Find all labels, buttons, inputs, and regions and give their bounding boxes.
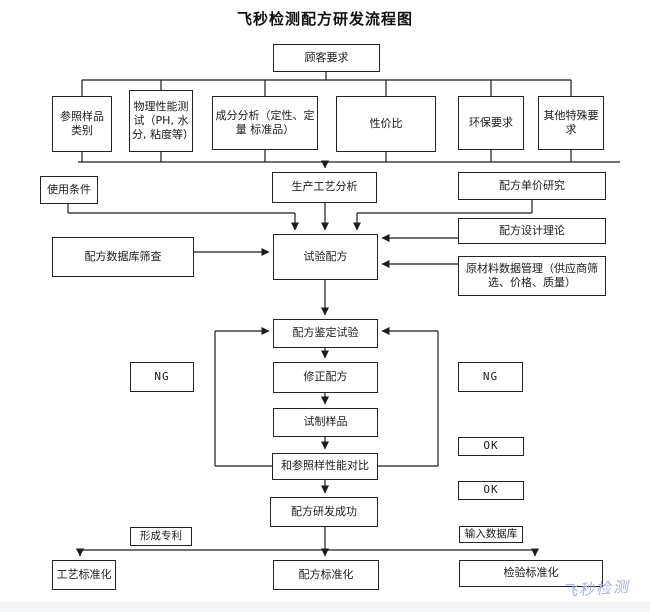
node-customer-requirements: 顾客要求 <box>273 44 380 72</box>
node-revise-formula: 修正配方 <box>273 362 378 393</box>
node-reference-sample-category: 参照样品类别 <box>52 96 112 152</box>
node-trial-formula: 试验配方 <box>273 234 378 280</box>
node-usage-conditions: 使用条件 <box>40 176 98 204</box>
node-formula-design-theory: 配方设计理论 <box>458 218 606 244</box>
node-formula-rd-success: 配方研发成功 <box>270 497 378 527</box>
node-raw-material-data-management: 原材料数据管理（供应商筛选、价格、质量） <box>458 256 606 296</box>
node-trial-sample-production: 试制样品 <box>273 408 378 437</box>
node-formula-database-screening: 配方数据库筛查 <box>52 237 194 277</box>
page-title: 飞秒检测配方研发流程图 <box>236 10 413 28</box>
node-process-standardization: 工艺标准化 <box>52 560 116 590</box>
node-environmental-requirements: 环保要求 <box>458 96 524 150</box>
status-ok-top: OK <box>458 437 524 456</box>
node-formula-unit-price-research: 配方单价研究 <box>458 172 606 200</box>
node-physical-performance-test: 物理性能测试（PH, 水分, 粘度等） <box>129 90 194 152</box>
node-formula-appraisal-test: 配方鉴定试验 <box>273 319 378 348</box>
node-other-special-requirements: 其他特殊要求 <box>538 96 604 150</box>
page-bottom-edge <box>0 602 650 612</box>
node-formula-standardization: 配方标准化 <box>273 560 379 590</box>
node-cost-performance: 性价比 <box>336 96 436 152</box>
node-inspection-standardization: 检验标准化 <box>459 560 603 587</box>
edge-label-form-patent: 形成专利 <box>130 527 192 546</box>
status-ng-right: NG <box>458 362 523 392</box>
status-ng-left: NG <box>130 362 194 392</box>
edge-label-input-database: 输入数据库 <box>459 526 523 543</box>
node-component-analysis: 成分分析（定性、定量 标准品） <box>212 96 318 150</box>
node-production-process-analysis: 生产工艺分析 <box>272 172 377 203</box>
node-performance-comparison: 和参照样性能对比 <box>272 453 378 480</box>
status-ok-bottom: OK <box>458 481 524 500</box>
